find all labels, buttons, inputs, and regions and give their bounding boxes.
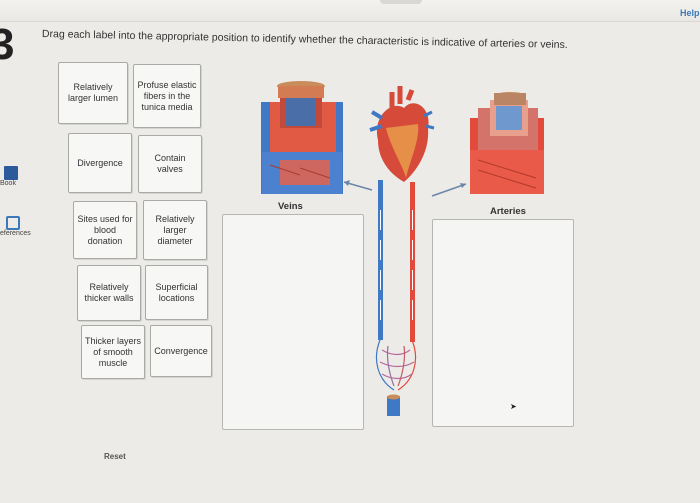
label-card-larger-lumen[interactable]: Relatively larger lumen [58,62,128,124]
label-card-thicker-walls[interactable]: Relatively thicker walls [77,265,141,321]
sidebar-item-book[interactable]: Book [0,166,46,187]
arteries-title: Arteries [490,206,526,217]
label-card-larger-diameter[interactable]: Relatively larger diameter [143,200,207,260]
label-card-elastic-fibers[interactable]: Profuse elastic fibers in the tunica med… [133,64,201,128]
arteries-drop-zone[interactable] [432,219,574,427]
label-card-contain-valves[interactable]: Contain valves [138,135,202,193]
capillary-bed [375,339,417,391]
sidebar: Book eferences [0,160,46,280]
label-card-blood-donation[interactable]: Sites used for blood donation [73,201,137,259]
label-card-superficial-locations[interactable]: Superficial locations [145,265,208,320]
question-number: 3 [0,20,15,69]
label-card-smooth-muscle[interactable]: Thicker layers of smooth muscle [81,325,145,379]
heart-illustration [369,86,435,182]
veins-drop-zone[interactable] [222,214,364,430]
veins-title: Veins [278,201,303,212]
sidebar-item-label: eferences [0,230,31,237]
book-icon [4,166,18,180]
label-card-convergence[interactable]: Convergence [150,325,212,377]
vein-cross-section [261,81,343,194]
vessel-tubes [378,180,415,342]
artery-pointer-arrow [431,183,467,197]
help-link[interactable]: Help [680,8,700,18]
artery-cross-section [470,92,544,194]
sidebar-item-label: Book [0,180,16,187]
reset-button[interactable]: Reset [104,452,126,461]
sidebar-item-references[interactable]: eferences [0,216,46,237]
top-tab-handle[interactable] [380,0,422,4]
small-vessel-stub [387,394,400,416]
mouse-cursor-icon: ➤ [510,402,517,411]
references-icon [6,216,20,230]
label-card-divergence[interactable]: Divergence [68,133,132,193]
top-bar [0,0,700,22]
